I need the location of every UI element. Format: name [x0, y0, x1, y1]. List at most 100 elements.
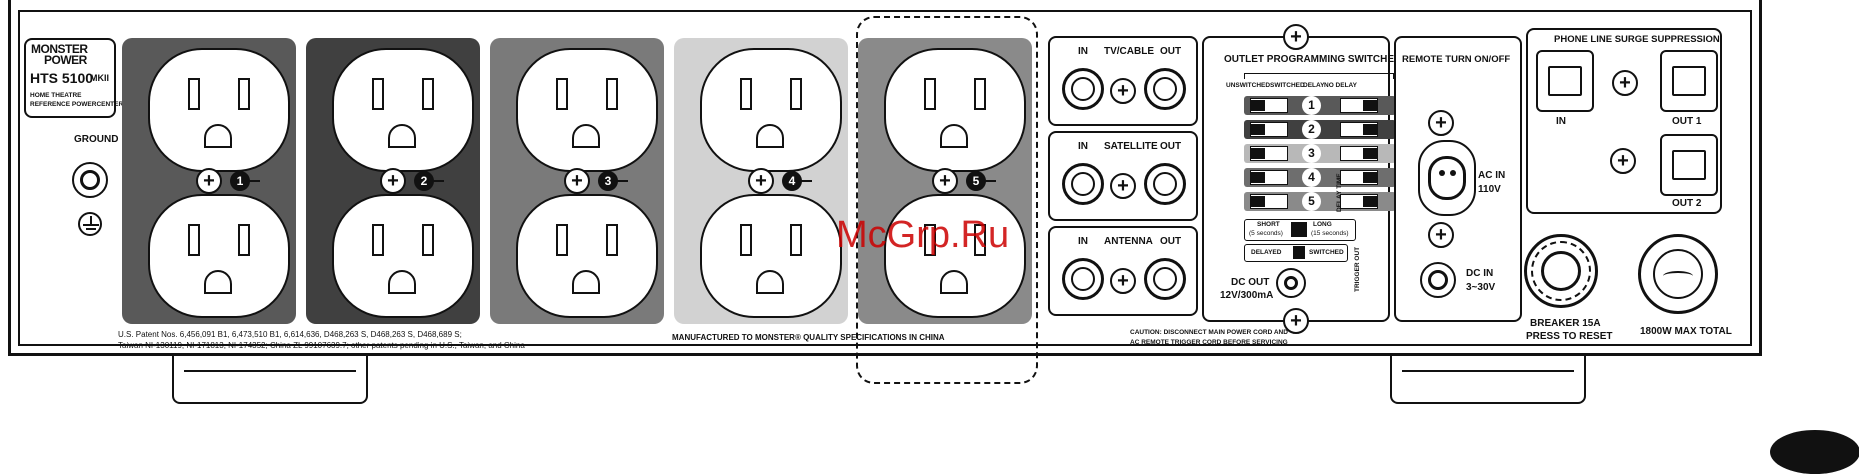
outlet-ground-hole — [756, 270, 784, 294]
outlet-ground-hole — [572, 270, 600, 294]
watermark: McGrp.Ru — [836, 214, 1010, 256]
breaker-button[interactable] — [1524, 234, 1598, 308]
bank-number-line — [248, 180, 260, 182]
outlet-bank-5: +5 — [858, 38, 1032, 324]
outlet-screw[interactable]: + — [196, 168, 222, 194]
programming-switch-2[interactable]: 2 — [1244, 120, 1396, 139]
outlet-ground-hole — [940, 124, 968, 148]
phone-title: PHONE LINE SURGE SUPPRESSION — [1554, 34, 1720, 45]
coax-screw[interactable]: + — [1110, 268, 1136, 294]
outlet-ground-hole — [204, 124, 232, 148]
outlet-receptacle-upper[interactable] — [700, 48, 842, 172]
patent-text-1: U.S. Patent Nos. 6,456,091 B1, 6,473,510… — [118, 330, 462, 339]
programming-switch-5[interactable]: 5 — [1244, 192, 1396, 211]
outlet-receptacle-upper[interactable] — [884, 48, 1026, 172]
coax-out-jack[interactable] — [1144, 258, 1186, 300]
switch-toggle[interactable] — [1340, 170, 1378, 185]
dc-out-label: DC OUT — [1231, 277, 1270, 288]
delay-time-switch[interactable]: SHORT (5 seconds) LONG (15 seconds) — [1244, 219, 1356, 241]
short-label: SHORT — [1257, 221, 1280, 228]
phone-out2-label: OUT 2 — [1672, 198, 1702, 209]
power-cord-inlet — [1638, 234, 1718, 314]
switch-toggle[interactable] — [1340, 122, 1378, 137]
patent-text-2: Taiwan NI-130119, NI-171813, NI-174352; … — [118, 341, 525, 350]
coax-in-jack[interactable] — [1062, 258, 1104, 300]
outlet-slot — [188, 224, 200, 256]
coax-in-label: IN — [1078, 141, 1088, 152]
switch-toggle[interactable] — [1340, 194, 1378, 209]
outlet-bank-number: 5 — [966, 171, 986, 191]
switch-toggle[interactable] — [1250, 122, 1288, 137]
outlet-receptacle-upper[interactable] — [148, 48, 290, 172]
switch-toggle[interactable] — [1250, 146, 1288, 161]
coax-in-jack[interactable] — [1062, 163, 1104, 205]
delay-time-label: DELAY TIME — [1336, 173, 1343, 212]
coax-screw[interactable]: + — [1110, 173, 1136, 199]
switched-label: SWITCHED — [1309, 249, 1344, 256]
outlet-receptacle-lower[interactable] — [332, 194, 474, 318]
programming-switch-3[interactable]: 3 — [1244, 144, 1396, 163]
outlet-slot — [606, 224, 618, 256]
outlet-receptacle-upper[interactable] — [332, 48, 474, 172]
switch-toggle[interactable] — [1250, 170, 1288, 185]
delay-time-toggle[interactable] — [1291, 222, 1307, 237]
trigger-out-toggle[interactable] — [1293, 246, 1305, 259]
phone-out1-jack[interactable] — [1660, 50, 1718, 112]
dc-in-voltage: 3~30V — [1466, 282, 1496, 293]
switch-toggle[interactable] — [1250, 194, 1288, 209]
outlet-ground-hole — [940, 270, 968, 294]
panel-screw-bottom[interactable]: + — [1283, 308, 1309, 334]
switch-toggle[interactable] — [1340, 98, 1378, 113]
outlet-receptacle-lower[interactable] — [700, 194, 842, 318]
panel-screw-top[interactable]: + — [1283, 24, 1309, 50]
ac-in-socket[interactable] — [1418, 140, 1476, 216]
phone-in-jack[interactable] — [1536, 50, 1594, 112]
coax-out-label: OUT — [1160, 141, 1182, 152]
programming-switch-4[interactable]: 4 — [1244, 168, 1396, 187]
coax-out-jack[interactable] — [1144, 68, 1186, 110]
dc-out-jack[interactable] — [1276, 268, 1306, 298]
left-foot — [172, 356, 368, 404]
long-label: LONG — [1313, 221, 1332, 228]
phone-out2-jack[interactable] — [1660, 134, 1718, 196]
outlet-slot — [790, 78, 802, 110]
header-no-delay: NO DELAY — [1324, 82, 1357, 89]
ac-in-voltage: 110V — [1478, 184, 1501, 195]
outlet-slot — [556, 224, 568, 256]
delayed-label: DELAYED — [1251, 249, 1282, 256]
remote-screw-top[interactable]: + — [1428, 110, 1454, 136]
outlet-receptacle-lower[interactable] — [148, 194, 290, 318]
brand-tag2: REFERENCE POWERCENTER™ — [30, 101, 130, 108]
coax-screw[interactable]: + — [1110, 78, 1136, 104]
switch-toggle[interactable] — [1340, 146, 1378, 161]
trigger-out-label: TRIGGER OUT — [1354, 246, 1361, 292]
short-sub: (5 seconds) — [1249, 230, 1283, 237]
phone-screw-1[interactable]: + — [1612, 70, 1638, 96]
outlet-slot — [372, 224, 384, 256]
outlet-slot — [188, 78, 200, 110]
phone-screw-2[interactable]: + — [1610, 148, 1636, 174]
coax-in-jack[interactable] — [1062, 68, 1104, 110]
outlet-receptacle-lower[interactable] — [884, 194, 1026, 318]
outlet-screw[interactable]: + — [932, 168, 958, 194]
outlet-receptacle-lower[interactable] — [516, 194, 658, 318]
outlet-receptacle-upper[interactable] — [516, 48, 658, 172]
dc-in-jack[interactable] — [1420, 262, 1456, 298]
outlet-screw[interactable]: + — [380, 168, 406, 194]
remote-screw-bottom[interactable]: + — [1428, 222, 1454, 248]
bank-number-line — [432, 180, 444, 182]
outlet-screw[interactable]: + — [748, 168, 774, 194]
ac-in-label: AC IN — [1478, 170, 1506, 181]
highlight-dashed-frame — [856, 16, 1038, 384]
outlet-ground-hole — [388, 124, 416, 148]
outlet-screw[interactable]: + — [564, 168, 590, 194]
coax-name-label: TV/CABLE — [1104, 46, 1154, 57]
coax-out-jack[interactable] — [1144, 163, 1186, 205]
header-unswitched: UNSWITCHED — [1226, 82, 1271, 89]
brand-line2: POWER — [44, 53, 87, 67]
outlet-bank-number: 3 — [598, 171, 618, 191]
switch-toggle[interactable] — [1250, 98, 1288, 113]
programming-switch-1[interactable]: 1 — [1244, 96, 1396, 115]
trigger-out-switch[interactable]: DELAYED SWITCHED — [1244, 244, 1348, 262]
